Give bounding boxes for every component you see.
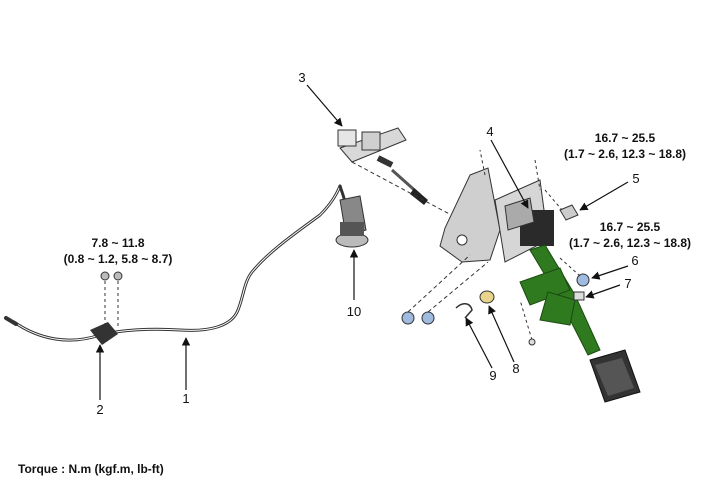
callout-10: 10 bbox=[347, 304, 361, 319]
callout-9: 9 bbox=[489, 368, 496, 383]
torque-units-note: Torque : N.m (kgf.m, lb-ft) bbox=[18, 462, 164, 476]
bushing-7 bbox=[573, 291, 585, 301]
nut-6 bbox=[559, 257, 590, 287]
callout-3: 3 bbox=[298, 70, 305, 85]
callout-5: 5 bbox=[632, 171, 639, 186]
tube-bracket bbox=[90, 271, 123, 345]
reservoir bbox=[335, 195, 369, 248]
torque-nut6-line2: (1.7 ~ 2.6, 12.3 ~ 18.8) bbox=[569, 236, 691, 250]
callout-1: 1 bbox=[182, 391, 189, 406]
torque-bracket-line1: 7.8 ~ 11.8 bbox=[91, 236, 144, 250]
callout-8: 8 bbox=[512, 361, 519, 376]
callout-4: 4 bbox=[486, 124, 493, 139]
clutch-pedal-arm bbox=[519, 244, 641, 403]
torque-bracket-line2: (0.8 ~ 1.2, 5.8 ~ 8.7) bbox=[64, 252, 173, 266]
callout-6: 6 bbox=[631, 253, 638, 268]
callout-2: 2 bbox=[96, 402, 103, 417]
clutch-master-cylinder bbox=[337, 127, 471, 226]
clutch-tube bbox=[4, 184, 352, 342]
torque-bolt5-line2: (1.7 ~ 2.6, 12.3 ~ 18.8) bbox=[564, 147, 686, 161]
torque-bolt5-line1: 16.7 ~ 25.5 bbox=[595, 131, 656, 145]
pedal-bracket bbox=[439, 149, 554, 263]
torque-nut6-line1: 16.7 ~ 25.5 bbox=[600, 220, 661, 234]
callout-7: 7 bbox=[624, 276, 631, 291]
lower-hardware bbox=[401, 254, 536, 346]
bolt-5 bbox=[544, 189, 579, 221]
leader-arrows bbox=[95, 84, 629, 400]
